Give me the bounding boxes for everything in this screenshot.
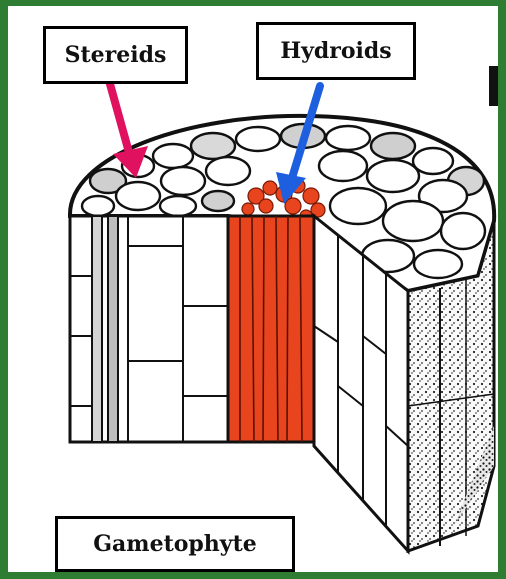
- hydroid-core: [228, 216, 314, 442]
- front-face: [70, 216, 230, 442]
- diagram-frame: Stereids Hydroids Gametophyte: [8, 6, 498, 572]
- hydroids-label: Hydroids: [256, 22, 416, 80]
- stem-cross-section-illustration: [8, 6, 498, 572]
- stereids-label: Stereids: [43, 26, 188, 84]
- gametophyte-label: Gametophyte: [55, 516, 295, 572]
- edge-mark: [489, 66, 498, 106]
